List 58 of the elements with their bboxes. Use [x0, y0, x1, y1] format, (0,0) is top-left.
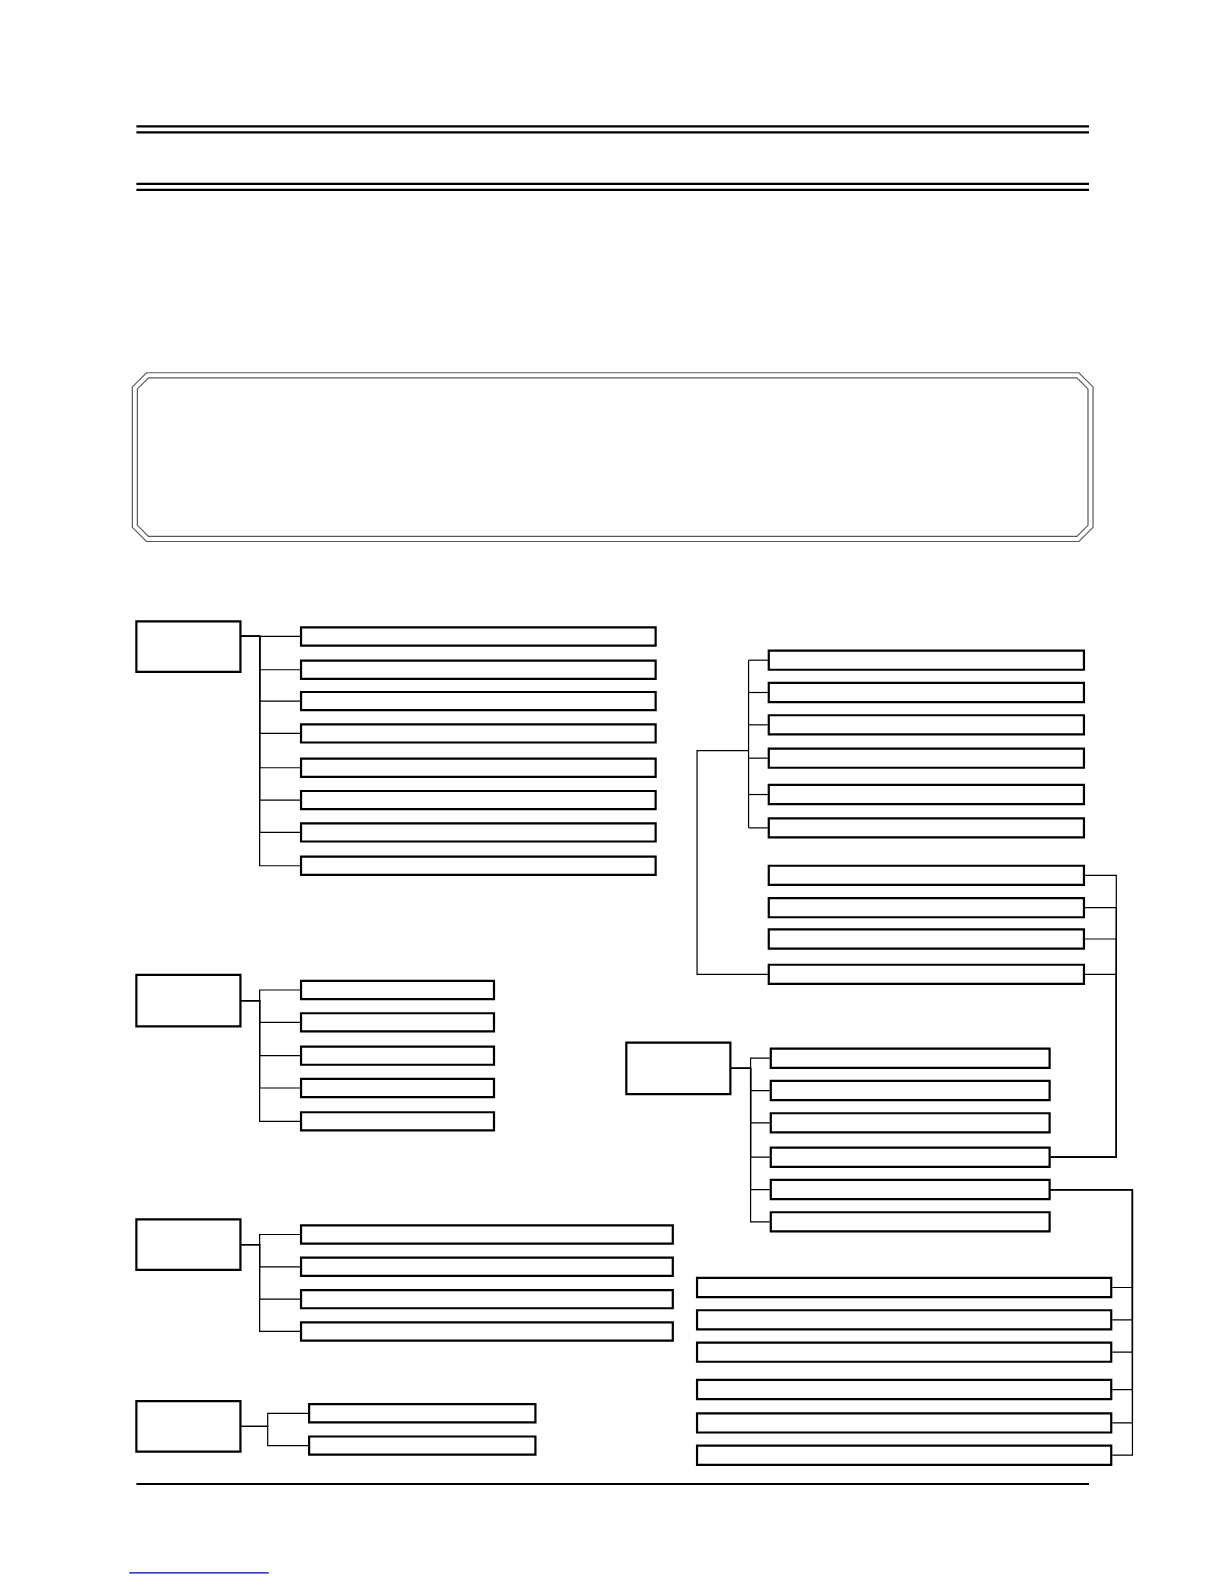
box	[695, 1444, 1113, 1466]
box	[135, 1218, 242, 1271]
box	[135, 973, 242, 1028]
box	[625, 1041, 732, 1096]
box	[299, 979, 495, 1001]
connector-line	[747, 757, 769, 759]
box	[299, 1111, 495, 1132]
box	[299, 1045, 495, 1066]
box	[767, 747, 1085, 769]
box	[695, 1309, 1113, 1331]
connector-line	[730, 1067, 771, 1223]
box	[769, 1146, 1051, 1168]
box	[299, 690, 657, 712]
box	[299, 789, 657, 811]
connector-line	[240, 1425, 309, 1447]
box	[695, 1276, 1113, 1299]
connector-line	[240, 1000, 301, 1122]
connector-line	[747, 659, 769, 661]
box	[769, 1047, 1051, 1069]
box	[299, 1012, 495, 1033]
box	[767, 714, 1085, 736]
box	[767, 963, 1085, 986]
box	[299, 1321, 674, 1342]
box	[767, 897, 1085, 919]
box	[695, 1341, 1113, 1363]
box	[299, 822, 657, 843]
box	[769, 1211, 1051, 1233]
box	[769, 1178, 1051, 1201]
box	[299, 1288, 674, 1310]
box	[767, 649, 1085, 671]
box	[695, 1412, 1113, 1434]
connector-line	[747, 827, 769, 829]
box	[769, 1112, 1051, 1134]
box	[767, 864, 1085, 887]
box	[299, 659, 657, 680]
connector-line	[747, 724, 769, 726]
box	[299, 855, 657, 876]
box	[299, 1256, 674, 1277]
connector-line	[747, 793, 769, 796]
box	[307, 1403, 537, 1424]
box	[135, 620, 242, 673]
box	[135, 1400, 242, 1453]
box	[307, 1435, 537, 1456]
box	[767, 928, 1085, 950]
box	[299, 723, 657, 744]
connector-line	[1049, 973, 1117, 1158]
box	[299, 757, 657, 778]
box	[767, 783, 1085, 806]
box	[299, 1077, 495, 1099]
box	[767, 817, 1085, 839]
box	[767, 681, 1085, 704]
box	[299, 626, 657, 647]
box	[769, 1079, 1051, 1102]
box	[695, 1378, 1113, 1401]
connector-line	[696, 659, 769, 975]
connector-line	[747, 691, 769, 694]
connector-line	[240, 1244, 301, 1333]
box	[299, 1224, 674, 1245]
